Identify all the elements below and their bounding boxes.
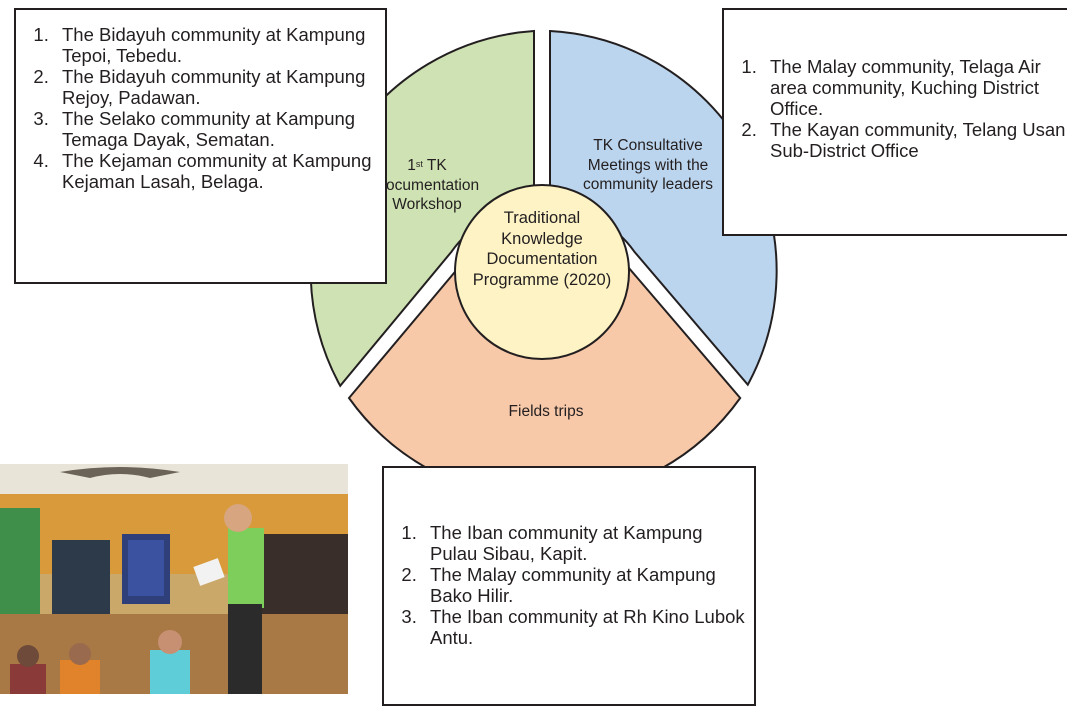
- list-item: The Kayan community, Telang Usan Sub-Dis…: [762, 119, 1066, 161]
- list-item: The Iban community at Kampung Pulau Siba…: [422, 522, 748, 564]
- list-item: The Bidayuh community at Kampung Rejoy, …: [54, 66, 375, 108]
- segment-label-workshop: 1st TK Documentation Workshop: [374, 157, 480, 213]
- list-item: The Selako community at Kampung Temaga D…: [54, 108, 375, 150]
- list-item: The Malay community at Kampung Bako Hili…: [422, 564, 748, 606]
- center-label: Traditional Knowledge Documentation Prog…: [472, 209, 612, 289]
- list-item: The Bidayuh community at Kampung Tepoi, …: [54, 24, 375, 66]
- list-item: The Kejaman community at Kampung Kejaman…: [54, 150, 375, 192]
- meetings-communities-list: The Malay community, Telaga Air area com…: [730, 56, 1066, 161]
- list-item: The Malay community, Telaga Air area com…: [762, 56, 1066, 119]
- workshop-communities-box: The Bidayuh community at Kampung Tepoi, …: [14, 8, 387, 284]
- field-trips-communities-box: The Iban community at Kampung Pulau Siba…: [382, 466, 756, 706]
- workshop-communities-list: The Bidayuh community at Kampung Tepoi, …: [22, 24, 375, 192]
- center-circle: [454, 184, 630, 360]
- workshop-label-text: TK Documentation Workshop: [374, 157, 480, 213]
- field-trips-communities-list: The Iban community at Kampung Pulau Siba…: [390, 522, 748, 648]
- workshop-photo: [0, 464, 348, 694]
- segment-label-field-trips: Fields trips: [508, 403, 584, 420]
- segment-label-meetings: TK Consultative Meetings with the commun…: [582, 137, 714, 193]
- list-item: The Iban community at Rh Kino Lubok Antu…: [422, 606, 748, 648]
- meetings-communities-box: The Malay community, Telaga Air area com…: [722, 8, 1067, 236]
